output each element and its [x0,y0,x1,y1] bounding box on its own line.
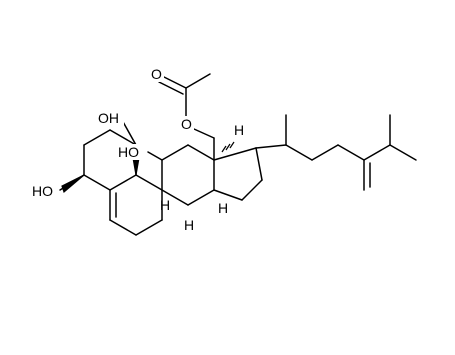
bond-acetyl-methyl [185,73,211,89]
bond-c20-c22 [285,144,313,161]
c1-hydroxyl-label: OH [98,110,119,126]
bond-c8-c14 [187,189,215,206]
bond-c16-c15 [241,179,263,201]
stereo-bonds [61,141,235,194]
wedge-c3-oh [61,174,85,194]
bond-c17-c16 [255,147,263,181]
hash-c13-h [221,141,235,153]
bond-c25-c27 [389,144,417,161]
bond-c13-c12 [187,144,215,161]
bond-c17-c20 [255,144,287,149]
bond-c12-c11 [161,144,189,161]
c3-hydroxyl-label: HO [32,183,53,199]
bond-c11-oh [147,151,163,161]
c11-hydroxyl-label: HO [118,144,139,160]
bond-c22-c23 [311,144,339,161]
c14-hydrogen-label: H [218,200,228,216]
bond-c4-c5 [83,174,111,191]
bond-c23-c24 [337,144,365,161]
bond-c9-c10 [135,174,163,191]
bond-ester-o-ch2 [193,128,215,139]
c17-hydrogen-label: H [234,122,244,138]
bond-c15-c14 [213,189,243,201]
bonds [59,73,417,236]
bond-c2-c3 [83,129,111,146]
bond-c10-c5 [109,174,137,191]
bond-c6-c7 [109,219,137,236]
atom-labels: O O HO OH HO H H H H [30,66,244,233]
bond-carbonyl-double [158,81,184,95]
c8-hydrogen-label: H [184,217,194,233]
ester-oxygen-label: O [181,116,192,132]
bond-c1-c2 [109,129,137,146]
bond-c1-oh [121,119,137,146]
bond-carbonyl-c-o [161,75,187,89]
bond-c24-c25 [363,144,391,161]
bond-c9-c8 [161,189,189,206]
bond-c13-c17 [213,147,257,161]
carbonyl-oxygen-label: O [151,66,162,82]
bond-c7-c8 [135,219,163,236]
c9-hydrogen-label: H [160,197,170,213]
